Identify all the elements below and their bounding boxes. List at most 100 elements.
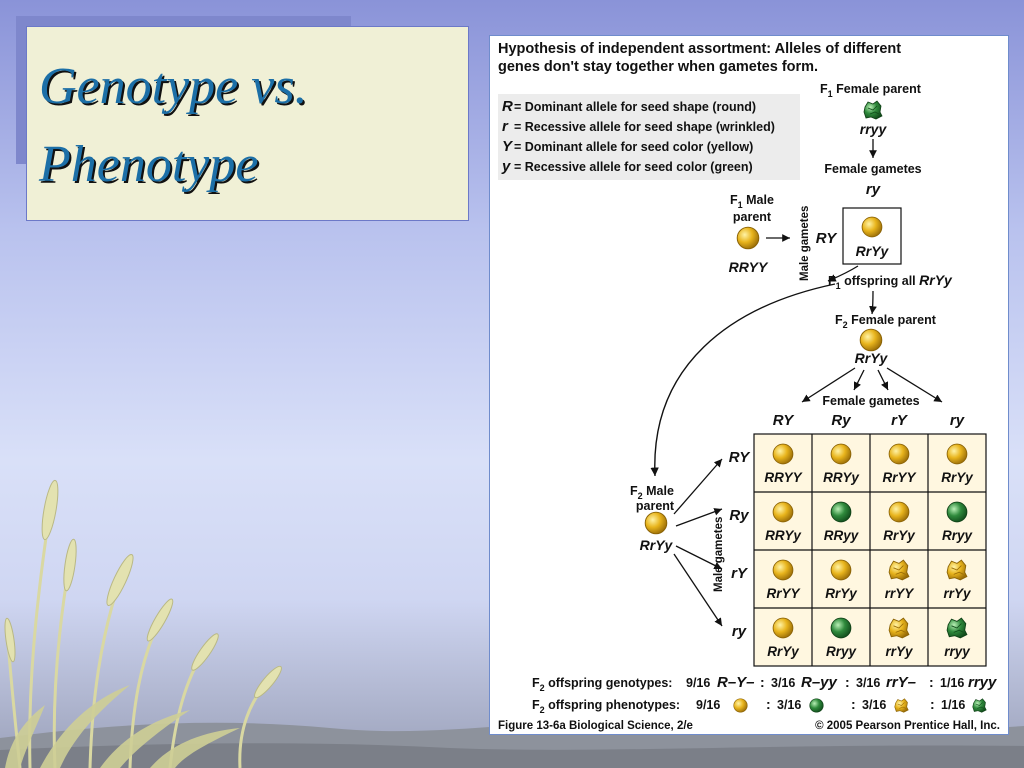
punnett-cell-genotype: RRYY <box>764 470 803 485</box>
phenotypes-row-label: F2 offspring phenotypes: <box>532 698 680 715</box>
grass-plants <box>4 479 282 768</box>
phenotype-yellow-wrinkled-icon <box>894 698 909 713</box>
female-gamete-header: Ry <box>831 412 851 429</box>
punnett-cell-genotype: RRYy <box>823 470 860 485</box>
legend-symbol-R: R <box>502 98 513 115</box>
legend-symbol-r: r <box>502 118 509 135</box>
punnett-cell-genotype: rrYy <box>943 586 972 601</box>
punnett-cell-genotype: Rryy <box>826 644 858 659</box>
f2-male-parent-label-2: parent <box>636 499 675 513</box>
f2-female-parent-label: F2 Female parent <box>835 313 937 330</box>
punnett-seed-green-round-icon <box>830 501 852 523</box>
phenotype-fraction: 3/16 <box>777 698 801 712</box>
punnett-seed-yellow-wrinkled-icon <box>946 559 968 581</box>
punnett-cell-genotype: rrYY <box>885 586 916 601</box>
punnett-seed-yellow-round-icon <box>830 443 852 465</box>
slide-title-line-2: Phenotype <box>39 136 259 193</box>
svg-text::: : <box>851 696 856 712</box>
genotype-fraction: 1/16 <box>940 676 964 690</box>
genotype-fraction: 9/16 <box>686 676 710 690</box>
male-gamete-row-label: ry <box>732 623 747 640</box>
punnett-seed-yellow-round-icon <box>888 443 910 465</box>
punnett-seed-yellow-round-icon <box>888 501 910 523</box>
phenotype-green-round-icon <box>809 698 824 713</box>
f1-female-parent-label: F1 Female parent <box>820 82 922 99</box>
svg-text::: : <box>760 674 765 690</box>
punnett-cell-genotype: rryy <box>944 644 971 659</box>
genotypes-row-label: F2 offspring genotypes: <box>532 676 672 693</box>
f2-female-genotype: RrYy <box>855 350 889 366</box>
punnett-seed-yellow-round-icon <box>772 559 794 581</box>
genotype-fraction: 3/16 <box>856 676 880 690</box>
legend-symbol-Y: Y <box>502 138 514 155</box>
punnett-seed-green-round-icon <box>830 617 852 639</box>
legend-text-r: = Recessive allele for seed shape (wrink… <box>514 120 775 134</box>
title-box: Genotype vs. Phenotype <box>26 26 469 221</box>
figure-heading-line-1: Hypothesis of independent assortment: Al… <box>498 41 901 57</box>
punnett-seed-yellow-wrinkled-icon <box>888 559 910 581</box>
figure-heading-line-2: genes don't stay together when gametes f… <box>498 59 818 75</box>
f2-male-seed-icon <box>644 511 668 535</box>
f2-female-gametes-label: Female gametes <box>822 394 919 408</box>
punnett-seed-yellow-round-icon <box>772 617 794 639</box>
svg-text::: : <box>766 696 771 712</box>
f1-male-gametes-label: Male gametes <box>799 206 811 281</box>
punnett-cell-genotype: RrYy <box>767 644 800 659</box>
punnett-seed-green-round-icon <box>946 501 968 523</box>
punnett-cell-genotype: RRYy <box>765 528 802 543</box>
punnett-cell-genotype: Rryy <box>942 528 974 543</box>
f1-female-genotype: rryy <box>860 121 888 137</box>
f2-male-gametes-label: Male gametes <box>713 517 725 592</box>
svg-text::: : <box>845 674 850 690</box>
punnett-cell-genotype: RrYy <box>941 470 974 485</box>
phenotype-yellow-round-icon <box>733 698 748 713</box>
female-gamete-header: ry <box>950 412 965 429</box>
genotype-class: R–yy <box>801 674 838 691</box>
svg-text::: : <box>930 696 935 712</box>
phenotype-fraction: 1/16 <box>941 698 965 712</box>
punnett-seed-yellow-round-icon <box>772 443 794 465</box>
male-gamete-row-label: rY <box>731 565 749 582</box>
figure-caption: Figure 13-6a Biological Science, 2/e <box>498 720 693 732</box>
legend-text-y: = Recessive allele for seed color (green… <box>514 160 753 174</box>
female-gamete-ry: ry <box>866 181 881 198</box>
f1-cross-result: RrYy <box>856 243 890 259</box>
punnett-cell-genotype: RrYY <box>882 470 917 485</box>
male-gamete-row-label: RY <box>729 449 752 466</box>
f1-male-seed-icon <box>736 226 760 250</box>
phenotype-fraction: 3/16 <box>862 698 886 712</box>
f1-offspring-seed-icon <box>861 216 883 238</box>
punnett-seed-yellow-round-icon <box>772 501 794 523</box>
curved-arrow-to-f2-male <box>650 283 836 477</box>
punnett-seed-green-wrinkled-icon <box>946 617 968 639</box>
punnett-cell-genotype: RrYY <box>766 586 801 601</box>
phenotype-fraction: 9/16 <box>696 698 720 712</box>
svg-text::: : <box>929 674 934 690</box>
punnett-cell-genotype: RrYy <box>883 528 916 543</box>
f2-male-parent-label: F2 Male <box>630 484 674 501</box>
punnett-seed-yellow-wrinkled-icon <box>888 617 910 639</box>
f2-male-genotype: RrYy <box>640 537 674 553</box>
punnett-cell-genotype: rrYy <box>885 644 914 659</box>
dihybrid-cross-figure: Hypothesis of independent assortment: Al… <box>489 35 1009 735</box>
f1-male-genotype: RRYY <box>729 259 769 275</box>
slide-title-line-1: Genotype vs. <box>39 58 308 115</box>
genotype-fraction: 3/16 <box>771 676 795 690</box>
phenotype-green-wrinkled-icon <box>972 698 987 713</box>
f2-female-seed-icon <box>859 328 883 352</box>
legend-symbol-y: y <box>501 158 511 175</box>
f1-cross-box <box>842 207 902 265</box>
f1-male-parent-label-2: parent <box>733 210 772 224</box>
genotype-class: rrY– <box>886 674 916 691</box>
punnett-seed-yellow-round-icon <box>830 559 852 581</box>
male-gamete-RY: RY <box>816 230 839 247</box>
allele-legend <box>498 94 800 180</box>
genotype-class: R–Y– <box>717 674 755 691</box>
legend-text-R: = Dominant allele for seed shape (round) <box>514 100 756 114</box>
copyright-notice: © 2005 Pearson Prentice Hall, Inc. <box>815 720 1000 732</box>
female-gamete-header: RY <box>773 412 796 429</box>
punnett-cell-genotype: RRyy <box>824 528 860 543</box>
f1-offspring-label: F1 offspring all RrYy <box>828 272 953 291</box>
female-gamete-header: rY <box>891 412 909 429</box>
